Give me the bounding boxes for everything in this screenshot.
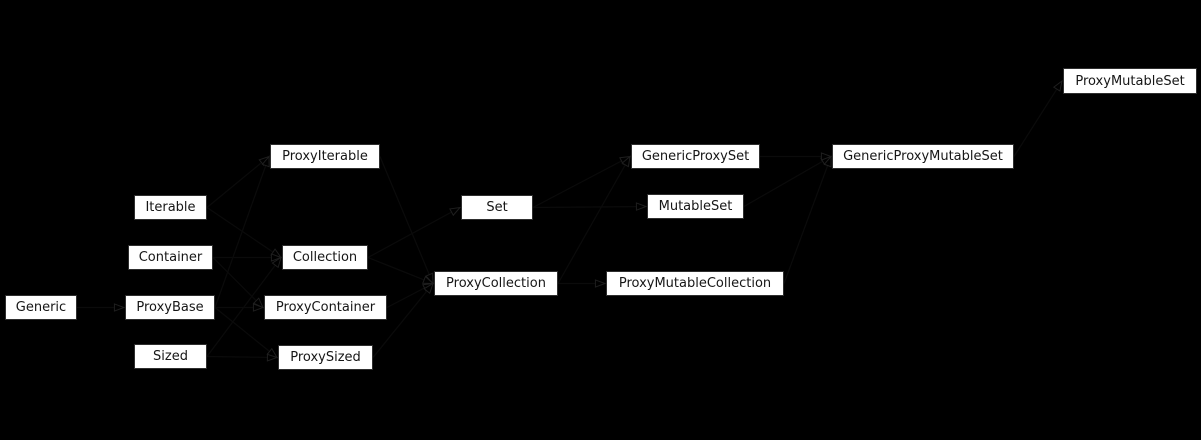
node-MutableSet[interactable]: MutableSet [647, 194, 744, 219]
node-ProxyCollection[interactable]: ProxyCollection [434, 271, 558, 296]
node-ProxyIterable[interactable]: ProxyIterable [270, 144, 380, 169]
node-Set[interactable]: Set [461, 195, 533, 220]
node-label: GenericProxyMutableSet [843, 149, 1003, 164]
node-GenericProxySet[interactable]: GenericProxySet [631, 144, 760, 169]
node-label: ProxyIterable [282, 149, 368, 164]
node-label: Container [138, 250, 203, 265]
edge-GenericProxyMutableSet-to-ProxyMutableSet [1013, 81, 1062, 157]
edge-Collection-to-Set [367, 208, 460, 259]
node-label: ProxyMutableSet [1075, 73, 1185, 89]
edge-Iterable-to-Collection [206, 207, 281, 258]
node-label: MutableSet [658, 199, 733, 214]
edge-Container-to-ProxyContainer [212, 257, 263, 308]
node-label: Sized [153, 349, 188, 364]
node-GenericProxyMutableSet[interactable]: GenericProxyMutableSet [832, 144, 1014, 169]
node-Sized[interactable]: Sized [134, 344, 207, 369]
edge-ProxyContainer-to-ProxyCollection [386, 284, 433, 309]
edge-Set-to-GenericProxySet [532, 157, 630, 209]
node-Collection[interactable]: Collection [282, 245, 368, 270]
node-label: Generic [15, 300, 67, 315]
node-ProxyBase[interactable]: ProxyBase [125, 295, 215, 320]
node-label: ProxyCollection [446, 276, 546, 291]
edge-ProxyMutableCollection-to-GenericProxyMutableSet [783, 157, 832, 284]
node-ProxyMutableCollection[interactable]: ProxyMutableCollection [606, 271, 784, 296]
node-label: GenericProxySet [641, 149, 750, 164]
node-label: Set [486, 200, 508, 215]
node-label: ProxyBase [136, 300, 204, 315]
node-label: ProxySized [290, 350, 361, 365]
node-label: Iterable [145, 200, 196, 215]
node-label: ProxyMutableCollection [618, 276, 772, 291]
edge-Sized-to-ProxySized [206, 357, 277, 358]
edge-Collection-to-ProxyCollection [367, 256, 433, 285]
edge-ProxyIterable-to-ProxyCollection [379, 156, 434, 284]
node-Iterable[interactable]: Iterable [134, 195, 207, 220]
node-label: ProxyContainer [275, 300, 376, 315]
node-label: Collection [292, 250, 358, 265]
edge-ProxyBase-to-ProxyIterable [214, 157, 269, 308]
node-Container[interactable]: Container [128, 245, 213, 270]
node-ProxyMutableSet[interactable]: ProxyMutableSet [1063, 68, 1197, 94]
edge-Iterable-to-ProxyIterable [206, 157, 269, 208]
edge-ProxyCollection-to-GenericProxySet [557, 157, 630, 284]
node-ProxySized[interactable]: ProxySized [278, 345, 373, 370]
node-ProxyContainer[interactable]: ProxyContainer [264, 295, 387, 320]
edge-Set-to-MutableSet [532, 207, 646, 208]
node-Generic[interactable]: Generic [5, 295, 77, 320]
